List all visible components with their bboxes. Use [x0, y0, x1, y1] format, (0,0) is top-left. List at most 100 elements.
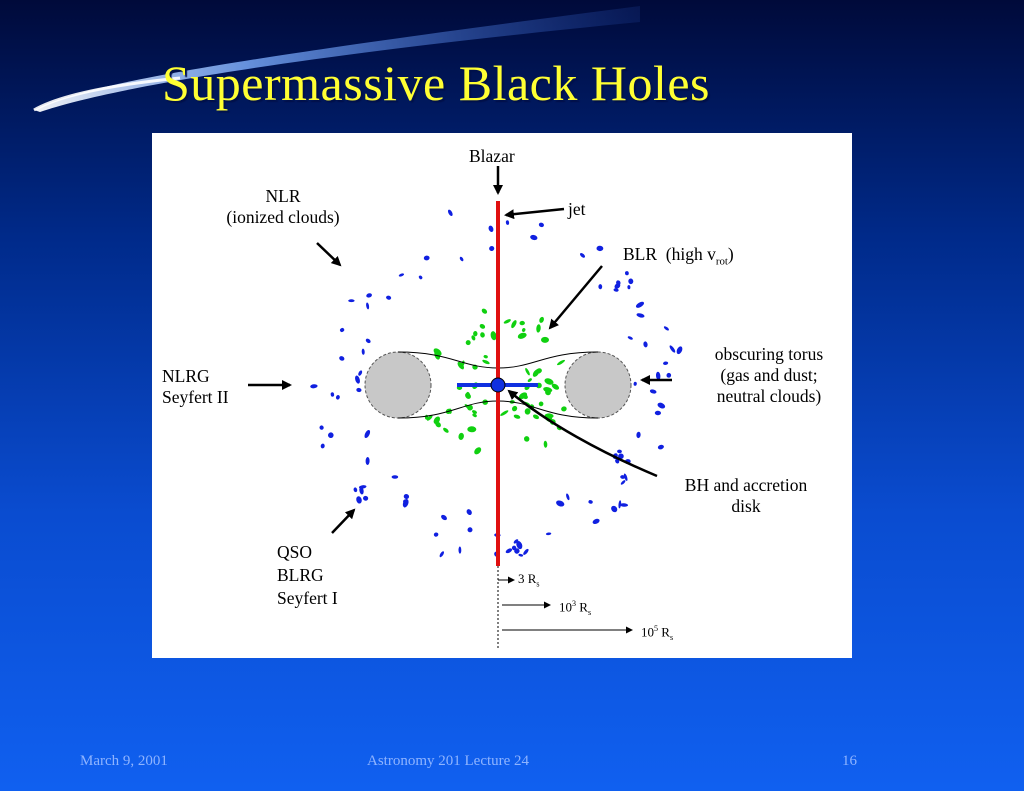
label-type1: QSO BLRG Seyfert I — [277, 541, 338, 610]
label-qso: QSO — [277, 542, 313, 562]
cloud-blob — [366, 302, 370, 310]
cloud-blob — [556, 500, 565, 507]
cloud-blob — [402, 498, 409, 508]
cloud-blob — [619, 503, 629, 507]
cloud-blob — [643, 341, 648, 348]
cloud-blob — [511, 405, 518, 412]
bh-arrow — [507, 389, 658, 478]
cloud-blob — [523, 548, 529, 555]
cloud-blob — [514, 548, 520, 554]
cloud-blob — [358, 370, 363, 376]
cloud-blob — [628, 278, 634, 285]
torus-left-lobe — [364, 351, 432, 419]
cloud-blob — [666, 372, 672, 378]
cloud-blob — [339, 328, 345, 332]
cloud-blob — [474, 447, 482, 455]
cloud-blob — [426, 415, 433, 421]
slide-title: Supermassive Black Holes — [162, 55, 711, 111]
cloud-blob — [364, 429, 371, 439]
cloud-blob — [617, 449, 622, 454]
scale-label-3rs: 3 Rs — [518, 571, 540, 593]
scale-3rs-sub: s — [536, 579, 540, 589]
cloud-blob — [423, 255, 430, 261]
cloud-blob — [538, 401, 544, 407]
cloud-blob — [551, 383, 560, 390]
cloud-blob — [614, 283, 621, 289]
cloud-blob — [556, 359, 566, 366]
cloud-blob — [663, 361, 669, 365]
scale-1e5-coef: 10 — [641, 624, 654, 640]
label-blazar: Blazar — [469, 146, 515, 166]
cloud-blob — [403, 493, 410, 500]
blr-arrow — [548, 265, 603, 330]
label-nlrg: NLRG Seyfert II — [162, 366, 229, 408]
cloud-blob — [513, 539, 519, 544]
cloud-blob — [518, 392, 528, 400]
cloud-blob — [519, 320, 525, 326]
cloud-blob — [545, 532, 552, 536]
scale-1e5-sub: s — [669, 632, 674, 642]
cloud-blob — [505, 548, 513, 554]
cloud-blob — [335, 395, 340, 400]
cloud-blob — [503, 319, 511, 324]
title-swoosh-decoration — [33, 6, 640, 112]
cloud-blob — [355, 375, 360, 384]
cloud-blob — [488, 225, 494, 232]
cloud-blob — [636, 431, 641, 439]
label-blr-note-prefix: (high v — [665, 244, 716, 264]
cloud-blob — [479, 323, 486, 329]
cloud-blob — [505, 220, 510, 225]
label-blr-note-suffix: ) — [727, 244, 734, 264]
cloud-blob — [592, 518, 600, 524]
label-blr-name: BLR — [623, 244, 658, 264]
cloud-blob — [465, 392, 471, 399]
cloud-blob — [543, 387, 553, 393]
cloud-blob — [490, 331, 497, 341]
cloud-blob — [623, 473, 628, 481]
nlr-cloud-group — [310, 209, 683, 558]
label-seyfert2: Seyfert II — [162, 387, 229, 407]
torus-right-lobe — [564, 351, 632, 419]
cloud-blob — [471, 410, 478, 414]
cloud-blob — [620, 480, 626, 485]
label-blrg: BLRG — [277, 565, 324, 585]
cloud-blob — [482, 359, 490, 365]
label-torus-line3: neutral clouds) — [716, 386, 822, 406]
footer-page-number: 16 — [842, 753, 857, 769]
cloud-blob — [386, 295, 392, 300]
footer-course: Astronomy 201 Lecture 24 — [367, 753, 530, 769]
scale-1e3-exp: 3 — [572, 599, 577, 608]
cloud-blob — [391, 475, 399, 479]
scale-1e5-unit: R — [658, 624, 670, 640]
cloud-blob — [535, 368, 542, 374]
scale-1e3-unit: R — [576, 599, 588, 615]
scale-label-1e5rs: 105 Rs — [641, 621, 673, 646]
cloud-blob — [348, 299, 355, 303]
cloud-blob — [353, 487, 358, 493]
cloud-blob — [472, 413, 477, 418]
cloud-blob — [566, 493, 570, 501]
label-nlr-subtitle: (ionized clouds) — [226, 207, 340, 227]
cloud-blob — [620, 475, 626, 479]
cloud-blob — [330, 392, 335, 397]
cloud-blob — [511, 320, 517, 329]
qso-arrow — [331, 508, 356, 534]
footer-date: March 9, 2001 — [80, 753, 168, 769]
cloud-blob — [320, 443, 325, 449]
cloud-blob — [439, 551, 445, 558]
cloud-blob — [538, 222, 544, 228]
label-bh: BH and accretion disk — [664, 475, 828, 517]
cloud-blob — [524, 408, 531, 415]
label-nlr: NLR (ionized clouds) — [208, 186, 358, 228]
label-nlr-title: NLR — [265, 186, 301, 206]
scale-1e5-exp: 5 — [654, 624, 659, 633]
cloud-blob — [471, 335, 476, 341]
cloud-blob — [541, 336, 549, 343]
cloud-blob — [517, 332, 527, 339]
cloud-blob — [500, 410, 509, 416]
scale-label-1e3rs: 103 Rs — [559, 596, 591, 621]
cloud-blob — [433, 532, 439, 537]
cloud-blob — [447, 209, 453, 216]
agn-diagram-graphic — [248, 166, 683, 648]
label-seyfert1: Seyfert I — [277, 588, 338, 608]
